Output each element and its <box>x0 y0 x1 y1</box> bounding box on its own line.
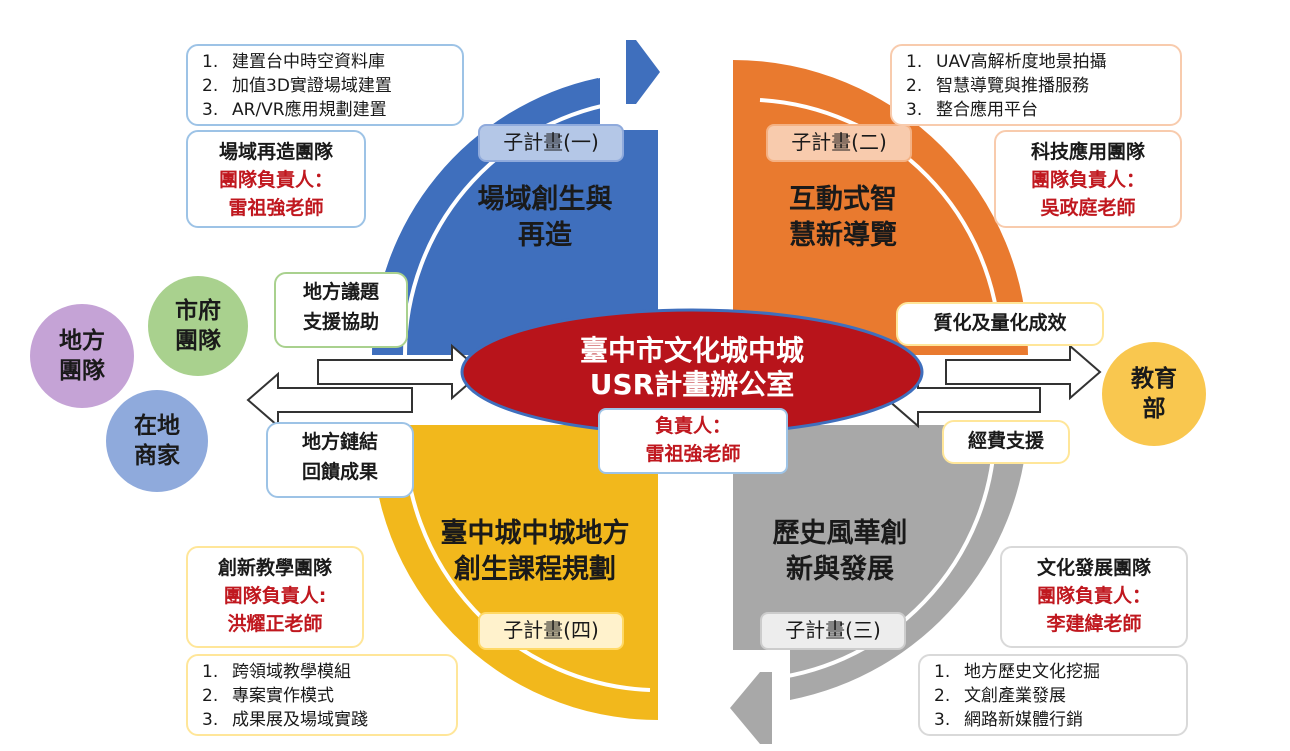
list-item: 2.文創產業發展 <box>934 686 1066 706</box>
q2-title-line1: 互動式智 <box>789 184 897 215</box>
team-teacher: 雷祖強老師 <box>228 197 324 219</box>
center-title: 臺中市文化城中城 USR計畫辦公室 <box>472 334 912 402</box>
q3-title-line1: 歷史風華創 <box>772 518 908 549</box>
team-lead-label: 團隊負責人： <box>1036 585 1151 607</box>
list-item: 1.地方歷史文化挖掘 <box>934 662 1100 682</box>
q4-title: 臺中城中城地方 創生課程規劃 <box>410 516 660 588</box>
q3-title-line2: 新與發展 <box>786 554 894 585</box>
arrow-center-to-left <box>246 371 413 429</box>
q1-title: 場域創生與 再造 <box>440 182 650 254</box>
team-name: 科技應用團隊 <box>1030 141 1145 163</box>
team-lead-label: 團隊負責人: <box>223 585 327 607</box>
right-top-box: 質化及量化成效 <box>896 302 1104 346</box>
circle-local-merchants: 在地商家 <box>106 390 208 492</box>
team-name: 場域再造團隊 <box>218 141 333 163</box>
q3-items-list: 1.地方歷史文化挖掘 2.文創產業發展 3.網路新媒體行銷 <box>918 654 1188 736</box>
quadrant-q2-inner-line <box>759 98 1002 346</box>
circle-ministry-of-education: 教育部 <box>1102 342 1206 446</box>
circle-city-government-team: 市府團隊 <box>148 276 248 376</box>
q1-title-line2: 再造 <box>518 220 572 251</box>
q4-items-list: 1.跨領域教學模組 2.專案實作模式 3.成果展及場域實踐 <box>186 654 458 736</box>
q1-subplan-tag: 子計畫(一) <box>478 124 624 162</box>
q2-subplan-tag: 子計畫(二) <box>766 124 912 162</box>
q2-items-list: 1.UAV高解析度地景拍攝 2.智慧導覽與推播服務 3.整合應用平台 <box>890 44 1182 126</box>
arrow-center-to-right <box>945 343 1102 401</box>
list-item: 3.AR/VR應用規劃建置 <box>202 100 387 120</box>
q2-title-line2: 慧新導覽 <box>789 220 897 251</box>
center-title-line1: 臺中市文化城中城 <box>579 334 804 367</box>
q3-subplan-tag: 子計畫(三) <box>760 612 906 650</box>
team-teacher: 吳政庭老師 <box>1040 197 1136 219</box>
q1-items-list: 1.建置台中時空資料庫 2.加值3D實證場域建置 3.AR/VR應用規劃建置 <box>186 44 464 126</box>
right-bottom-box: 經費支援 <box>942 420 1070 464</box>
list-item: 1.UAV高解析度地景拍攝 <box>906 52 1107 72</box>
quadrant-q3-inner-line <box>754 429 997 682</box>
q3-title: 歷史風華創 新與發展 <box>740 516 940 588</box>
center-lead-teacher: 雷祖強老師 <box>645 443 741 465</box>
list-item: 2.智慧導覽與推播服務 <box>906 76 1089 96</box>
list-item: 3.整合應用平台 <box>906 100 1038 120</box>
team-name: 文化發展團隊 <box>1036 557 1151 579</box>
team-teacher: 洪耀正老師 <box>227 613 323 635</box>
quadrant-q1-inner-line <box>402 98 641 356</box>
quadrant-q3-arrowhead <box>730 672 772 744</box>
team-lead-label: 團隊負責人： <box>1030 169 1145 191</box>
center-lead-label: 負責人： <box>654 415 731 437</box>
center-title-line2: USR計畫辦公室 <box>589 368 795 401</box>
list-item: 3.網路新媒體行銷 <box>934 710 1083 730</box>
q2-team-box: 科技應用團隊 團隊負責人： 吳政庭老師 <box>994 130 1182 228</box>
center-lead-box: 負責人： 雷祖強老師 <box>598 408 788 474</box>
quadrant-q1-arrowhead <box>626 40 660 104</box>
list-item: 1.建置台中時空資料庫 <box>202 52 385 72</box>
left-bottom-box: 地方鏈結回饋成果 <box>266 422 414 498</box>
q4-subplan-tag: 子計畫(四) <box>478 612 624 650</box>
q2-title: 互動式智 慧新導覽 <box>748 182 938 254</box>
list-item: 2.專案實作模式 <box>202 686 334 706</box>
list-item: 1.跨領域教學模組 <box>202 662 351 682</box>
q1-team-box: 場域再造團隊 團隊負責人： 雷祖強老師 <box>186 130 366 228</box>
q4-title-line2: 創生課程規劃 <box>454 554 616 585</box>
team-name: 創新教學團隊 <box>217 557 332 579</box>
circle-local-team: 地方團隊 <box>30 304 134 408</box>
q4-title-line1: 臺中城中城地方 <box>440 518 630 549</box>
list-item: 3.成果展及場域實踐 <box>202 710 368 730</box>
q1-title-line1: 場域創生與 <box>477 184 613 215</box>
team-lead-label: 團隊負責人： <box>218 169 333 191</box>
left-top-box: 地方議題支援協助 <box>274 272 408 348</box>
q3-team-box: 文化發展團隊 團隊負責人： 李建緯老師 <box>1000 546 1188 648</box>
q4-team-box: 創新教學團隊 團隊負責人: 洪耀正老師 <box>186 546 364 648</box>
list-item: 2.加值3D實證場域建置 <box>202 76 392 96</box>
team-teacher: 李建緯老師 <box>1046 613 1142 635</box>
